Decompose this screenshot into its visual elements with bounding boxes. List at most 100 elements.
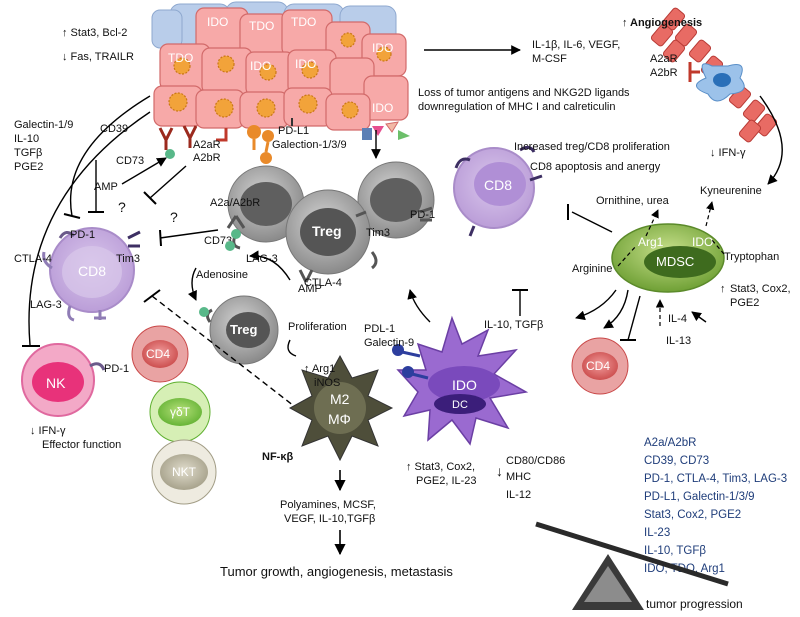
cd8-right-line2: CD8 apoptosis and anergy xyxy=(530,161,661,173)
kynurenine-label: Kyneurenine xyxy=(700,185,762,197)
gdt-cell xyxy=(149,381,211,443)
treg-lag3: LAG-3 xyxy=(246,253,278,265)
loss-line-2: downregulation of MHC I and calreticulin xyxy=(418,101,616,113)
dc-down-3: IL-12 xyxy=(506,489,531,501)
secreted-line-2: M-CSF xyxy=(532,53,567,65)
adenosine-label: Adenosine xyxy=(196,269,248,281)
dc-galectin9: Galectin-9 xyxy=(364,337,414,349)
tumor-label-tdo-2: TDO xyxy=(291,15,316,29)
nk-label: NK xyxy=(46,375,66,391)
tumor-label-ido-2: IDO xyxy=(372,41,393,55)
amp-right-label: AMP xyxy=(298,283,322,295)
dc-up-factors-1: ↑ Stat3, Cox2, xyxy=(406,461,475,473)
inos-label: iNOS xyxy=(314,377,340,389)
left-factor-il10: IL-10 xyxy=(14,133,39,145)
outputs-line-1: Polyamines, MCSF, xyxy=(280,499,376,511)
a2a-a2br-label: A2a/A2bR xyxy=(210,197,260,209)
amp-left-label: AMP xyxy=(94,181,118,193)
angio-up: ↑ xyxy=(622,17,628,29)
treg-small-label: Treg xyxy=(230,322,258,337)
tumor-label-tdo-1: TDO xyxy=(249,19,274,33)
legend-item-7: IL-10, TGFβ xyxy=(644,545,706,557)
tumor-receptors xyxy=(158,118,410,164)
mdsc-factors-2: PGE2 xyxy=(730,297,759,309)
fas-trailr-label: ↓ Fas, TRAILR xyxy=(62,51,134,63)
dc-label: DC xyxy=(452,399,468,411)
cd4-left-label: CD4 xyxy=(146,347,170,361)
tumor-label-tdo-3: TDO xyxy=(168,51,193,65)
nk-ifn: ↓ IFN-γ xyxy=(30,425,66,437)
mdsc-factors-1: Stat3, Cox2, xyxy=(730,283,791,295)
nk-pd1: PD-1 xyxy=(104,363,129,375)
cd8-left-label: CD8 xyxy=(78,263,106,279)
cd8-right-label: CD8 xyxy=(484,177,512,193)
ifn-gamma-right: ↓ IFN-γ xyxy=(710,147,746,159)
nkt-cell xyxy=(151,439,217,505)
treg-ctla4: CTLA-4 xyxy=(304,277,342,289)
m2-macrophage xyxy=(288,354,394,462)
loss-line-1: Loss of tumor antigens and NKG2D ligands xyxy=(418,87,630,99)
final-outcome: Tumor growth, angiogenesis, metastasis xyxy=(220,564,453,579)
cd8-left-tim3: Tim3 xyxy=(116,253,140,265)
cd8-left-lag3: LAG-3 xyxy=(30,299,62,311)
a2ar-label: A2aR xyxy=(193,139,221,151)
tumor-label-ido-4: IDO xyxy=(295,57,316,71)
angiogenesis-vessel xyxy=(650,7,778,143)
nk-cell xyxy=(21,343,106,417)
seesaw xyxy=(535,521,729,610)
galectin-label: Galection-1/3/9 xyxy=(272,139,347,151)
inhibit-line-cd8 xyxy=(70,95,151,217)
dc-pdl1: PDL-1 xyxy=(364,323,395,335)
angio-a2ar: A2aR xyxy=(650,53,678,65)
mphi-label: MΦ xyxy=(328,411,351,427)
ornithine-label: Ornithine, urea xyxy=(596,195,670,207)
cd73-top-label: CD73 xyxy=(116,155,144,167)
mdsc-label: MDSC xyxy=(656,254,694,269)
cd8-left-pd1: PD-1 xyxy=(70,229,95,241)
legend-item-3: PD-1, CTLA-4, Tim3, LAG-3 xyxy=(644,473,787,485)
inhibit-line-nk xyxy=(28,111,151,346)
cd4-right-cell xyxy=(571,337,629,395)
dc-il10: IL-10, TGFβ xyxy=(484,319,543,331)
cd4-left-cell xyxy=(131,325,189,383)
nkt-label: NKT xyxy=(172,465,197,479)
tumor-label-ido-5: IDO xyxy=(372,101,393,115)
legend-item-5: Stat3, Cox2, PGE2 xyxy=(644,509,741,521)
dendritic-cell xyxy=(392,315,529,446)
arg1-label: ↑ Arg1 xyxy=(304,363,335,375)
legend-item-4: PD-L1, Galectin-1/3/9 xyxy=(644,491,755,503)
tumor-label-ido-1: IDO xyxy=(207,15,228,29)
cd73-mid-label: CD73 xyxy=(204,235,232,247)
cd4-right-label: CD4 xyxy=(586,359,610,373)
dc-down-arrow: ↓ xyxy=(496,463,503,479)
legend: A2a/A2bR CD39, CD73 PD-1, CTLA-4, Tim3, … xyxy=(644,437,787,575)
cd8-left-cell xyxy=(42,227,141,322)
dc-ido-label: IDO xyxy=(452,377,477,393)
question-mark-2: ? xyxy=(170,209,178,225)
treg-cluster xyxy=(227,161,435,283)
angio-a2br: A2bR xyxy=(650,67,678,79)
arginine-label: Arginine xyxy=(572,263,612,275)
left-factor-tgfb: TGFβ xyxy=(14,147,42,159)
pdl1-label: PD-L1 xyxy=(278,125,309,137)
legend-item-2: CD39, CD73 xyxy=(644,455,709,467)
stat3-bcl2-label: ↑ Stat3, Bcl-2 xyxy=(62,27,127,39)
cd8-right-cell xyxy=(453,145,543,237)
mdsc-arg1: Arg1 xyxy=(638,235,664,249)
gdt-label: γδT xyxy=(170,405,191,419)
question-mark-1: ? xyxy=(118,199,126,215)
legend-item-6: IL-23 xyxy=(644,527,670,539)
tryptophan-label: Tryptophan xyxy=(724,251,779,263)
tumor-progression-label: tumor progression xyxy=(646,597,743,611)
il4-label: IL-4 xyxy=(668,313,687,325)
treg-pd1: PD-1 xyxy=(410,209,435,221)
mdsc-cell xyxy=(611,223,725,293)
cd8-left-ctla4: CTLA-4 xyxy=(14,253,52,265)
treg-center-label: Treg xyxy=(312,223,342,239)
dc-up-factors-2: PGE2, IL-23 xyxy=(416,475,477,487)
legend-item-1: A2a/A2bR xyxy=(644,437,696,449)
nfkb-label: NF-κβ xyxy=(262,451,293,463)
cd8-right-line1: Increased treg/CD8 proliferation xyxy=(514,141,670,153)
m2-label: M2 xyxy=(330,391,350,407)
